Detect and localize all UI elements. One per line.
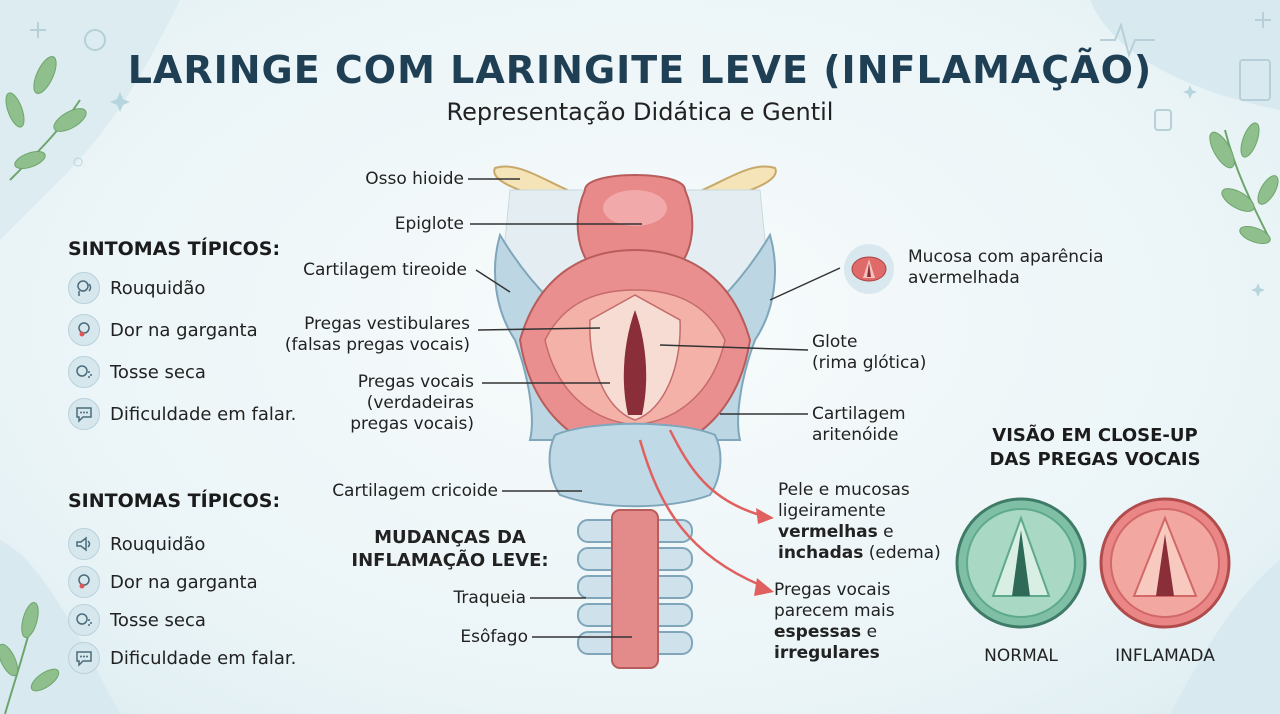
skin-change-red: vermelhas (778, 522, 878, 542)
label-esophagus: Esôfago (460, 627, 528, 647)
symptom-item: Rouquidão (68, 526, 328, 562)
symptom-label: Rouquidão (110, 533, 206, 555)
folds-change-thick: espessas (774, 622, 862, 642)
symptoms-bottom-heading: SINTOMAS TÍPICOS: (68, 490, 281, 512)
label-folds-change: Pregas vocais parecem mais espessas e ir… (774, 580, 895, 664)
label-vocal-line-1: Pregas vocais (357, 372, 474, 392)
folds-change-line-4: irregulares (774, 643, 895, 664)
changes-heading-line-2: INFLAMAÇÃO LEVE: (351, 550, 549, 571)
label-arytenoid-line-1: Cartilagem (812, 404, 906, 424)
folds-change-and: e (861, 622, 878, 642)
hoarse-voice-icon (68, 272, 100, 304)
folds-change-line-3: espessas e (774, 622, 895, 643)
symptom-label: Dor na garganta (110, 319, 258, 341)
folds-change-irregular: irregulares (774, 643, 880, 663)
symptom-label: Dificuldade em falar. (110, 403, 297, 425)
changes-heading: MUDANÇAS DA INFLAMAÇÃO LEVE: (340, 526, 560, 572)
symptom-label: Dificuldade em falar. (110, 647, 297, 669)
symptom-label: Tosse seca (110, 361, 206, 383)
symptom-item: Tosse seca (68, 602, 328, 638)
folds-change-line-2: parecem mais (774, 601, 895, 621)
skin-change-edema: (edema) (863, 543, 941, 563)
closeup-normal-caption: NORMAL (984, 646, 1058, 666)
label-glottis-line-2: (rima glótica) (812, 353, 927, 373)
symptom-item: Dor na garganta (68, 564, 328, 600)
symptom-item: Dor na garganta (68, 312, 328, 348)
closeup-inflamed-caption: INFLAMADA (1115, 646, 1215, 666)
label-mucosa-line-2: avermelhada (908, 268, 1020, 288)
sore-throat-icon (68, 314, 100, 346)
skin-change-and-1: e (877, 522, 894, 542)
label-vestibular-folds: Pregas vestibulares (falsas pregas vocai… (285, 314, 470, 356)
speech-bubble-icon (68, 398, 100, 430)
skin-change-line-1: Pele e mucosas (778, 480, 910, 500)
cough-icon (68, 356, 100, 388)
symptom-item: Tosse seca (68, 354, 328, 390)
skin-change-swollen: inchadas (778, 543, 864, 563)
cough-icon (68, 604, 100, 636)
changes-heading-line-1: MUDANÇAS DA (374, 527, 526, 548)
label-vocal-line-2: (verdadeiras (366, 393, 474, 413)
label-hyoid: Osso hioide (365, 169, 464, 189)
mucosa-icon (844, 244, 894, 294)
label-mucosa-line-1: Mucosa com aparência (908, 247, 1104, 267)
label-arytenoid: Cartilagem aritenóide (812, 404, 906, 446)
closeup-heading-line-2: DAS PREGAS VOCAIS (989, 449, 1201, 470)
esophagus (611, 509, 659, 669)
speaker-icon (68, 528, 100, 560)
closeup-heading-line-1: VISÃO EM CLOSE-UP (992, 425, 1198, 446)
skin-change-line-3: vermelhas e (778, 522, 941, 543)
symptom-item: Rouquidão (68, 270, 328, 306)
folds-change-line-1: Pregas vocais (774, 580, 891, 600)
larynx-illustration (493, 165, 777, 669)
label-cricoid: Cartilagem cricoide (332, 481, 498, 501)
skin-change-line-2: ligeiramente (778, 501, 886, 521)
symptom-item: Dificuldade em falar. (68, 640, 328, 676)
label-vestibular-line-2: (falsas pregas vocais) (284, 335, 470, 355)
symptoms-top: SINTOMAS TÍPICOS: Rouquidão Dor na garga… (68, 238, 328, 432)
page-subtitle: Representação Didática e Gentil (446, 98, 834, 126)
label-arytenoid-line-2: aritenóide (812, 425, 899, 445)
symptom-label: Tosse seca (110, 609, 206, 631)
label-epiglottis: Epiglote (394, 214, 464, 234)
speech-bubble-icon (68, 642, 100, 674)
symptom-label: Dor na garganta (110, 571, 258, 593)
label-glottis: Glote (rima glótica) (812, 332, 926, 374)
symptoms-bottom: SINTOMAS TÍPICOS: Rouquidão Dor na garga… (68, 490, 328, 676)
label-trachea: Traqueia (453, 588, 526, 608)
closeup-heading: VISÃO EM CLOSE-UP DAS PREGAS VOCAIS (950, 424, 1240, 472)
label-vestibular-line-1: Pregas vestibulares (304, 314, 470, 334)
symptoms-top-heading: SINTOMAS TÍPICOS: (68, 238, 281, 260)
symptom-item: Dificuldade em falar. (68, 396, 328, 432)
closeup-normal (955, 497, 1087, 629)
closeup-inflamed (1099, 497, 1231, 629)
label-vocal-folds: Pregas vocais (verdadeiras pregas vocais… (350, 372, 474, 435)
page-title: LARINGE COM LARINGITE LEVE (INFLAMAÇÃO) (127, 48, 1153, 92)
label-skin-mucosa-change: Pele e mucosas ligeiramente vermelhas e … (778, 480, 941, 564)
skin-change-line-4: inchadas (edema) (778, 543, 941, 564)
sore-throat-icon (68, 566, 100, 598)
glottis (623, 310, 647, 415)
label-mucosa: Mucosa com aparência avermelhada (908, 247, 1104, 289)
label-glottis-line-1: Glote (812, 332, 858, 352)
symptom-label: Rouquidão (110, 277, 206, 299)
label-thyroid: Cartilagem tireoide (303, 260, 467, 280)
label-vocal-line-3: pregas vocais) (350, 414, 474, 434)
